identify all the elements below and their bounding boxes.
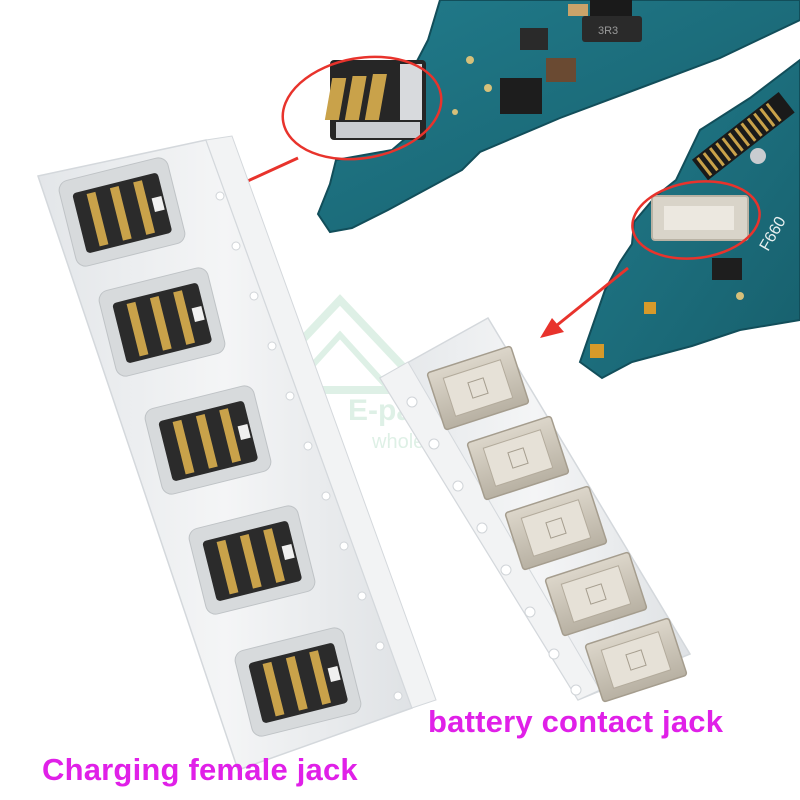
pcb-board-top: 3R3: [316, 0, 800, 234]
battery-jack: [504, 485, 608, 571]
battery-jack: [426, 345, 530, 431]
battery-jack: [544, 551, 648, 637]
highlight-circle-icon: [631, 180, 761, 260]
charging-jack: [234, 627, 362, 737]
charging-jack: [144, 385, 272, 495]
highlight-circle-icon: [281, 55, 443, 161]
charging-jack: [98, 267, 226, 377]
battery-contact-jack-caption: battery contact jack: [428, 704, 724, 739]
charging-jack-strip: [37, 135, 437, 771]
charging-jack: [188, 505, 316, 615]
svg-text:3R3: 3R3: [598, 25, 618, 37]
charging-female-jack-caption: Charging female jack: [42, 752, 358, 787]
charging-jack: [58, 157, 186, 267]
battery-jack: [584, 617, 688, 703]
battery-jack-strip: [378, 316, 692, 703]
annotation-arrow-icon: [540, 266, 629, 338]
pcb-board-right: F660: [578, 58, 800, 380]
battery-jack: [466, 415, 570, 501]
